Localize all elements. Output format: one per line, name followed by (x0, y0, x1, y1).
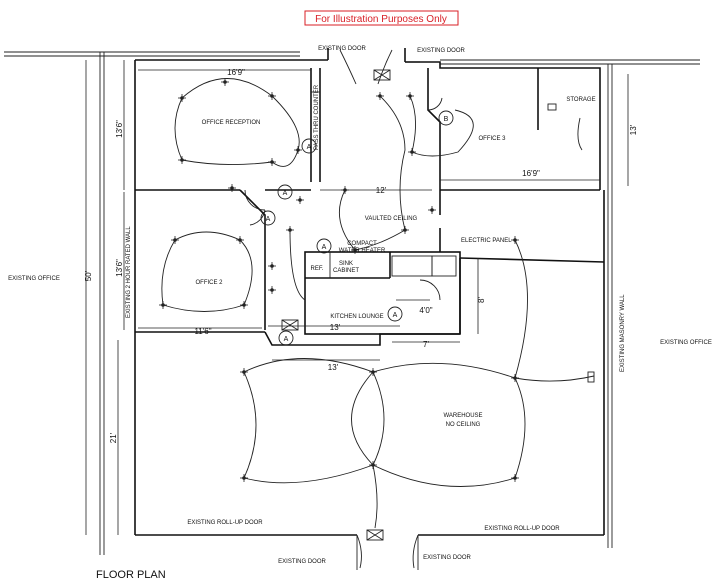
fixture-labels: PASS THRU COUNTER COMPACT WATER HEATER R… (310, 84, 512, 274)
refrigerator-label: REF. (310, 266, 323, 272)
svg-text:For Illustration Purposes Only: For Illustration Purposes Only (315, 14, 447, 25)
light-fixture-icon (511, 374, 519, 382)
tag-a-4: A (284, 336, 289, 343)
light-fixture-icon (369, 461, 377, 469)
existing-door-bottom-right: EXISTING DOOR (423, 555, 471, 561)
dim-left-lower: 21' (109, 432, 118, 443)
building-walls (134, 48, 605, 536)
door-swings (244, 49, 443, 570)
dim-vaulted-width: 12' (376, 186, 387, 195)
light-fixture-icon (401, 226, 409, 234)
floor-plan-title: FLOOR PLAN (96, 569, 166, 581)
light-fixture-icon (511, 474, 519, 482)
light-fixture-icon (268, 92, 276, 100)
light-fixture-icon (221, 78, 229, 86)
light-fixture-icon (286, 226, 294, 234)
light-fixture-icon (406, 92, 414, 100)
dim-left-upper: 13'6" (115, 120, 124, 138)
room-labels: OFFICE RECEPTION OFFICE 2 OFFICE 3 STORA… (195, 97, 595, 428)
light-fixture-icon (178, 94, 186, 102)
light-fixture-icon (240, 301, 248, 309)
dimension-lines (85, 60, 629, 535)
light-fixture-icon (296, 196, 304, 204)
existing-door-top-left: EXISTING DOOR (318, 46, 366, 52)
tag-a-6: A (393, 312, 398, 319)
light-fixture-icon (268, 158, 276, 166)
light-fixture-icon (369, 368, 377, 376)
light-fixture-icon (376, 92, 384, 100)
tag-a-3: A (266, 216, 271, 223)
sink-cabinet-label-2: CABINET (333, 268, 359, 274)
dim-sink-depth: 4'0" (419, 306, 432, 315)
light-fixture-icon (268, 286, 276, 294)
existing-office-left: EXISTING OFFICE (8, 276, 60, 282)
tag-b: B (444, 116, 449, 123)
dim-office3-width: 16'9" (522, 169, 540, 178)
dim-right-height: 13' (629, 124, 638, 135)
room-vaulted-ceiling: VAULTED CEILING (365, 216, 418, 222)
room-office-reception: OFFICE RECEPTION (202, 120, 261, 126)
existing-door-top-right: EXISTING DOOR (417, 48, 465, 54)
dim-kitchen-width: 13' (330, 323, 341, 332)
light-fixture-icon (159, 301, 167, 309)
room-office-3: OFFICE 3 (478, 136, 506, 142)
sink-cabinet-label-1: SINK (339, 261, 353, 267)
dim-warehouse-top-width: 13' (328, 363, 339, 372)
right-wall-label: EXISTING MASONRY WALL (620, 294, 626, 372)
light-fixture-icon (228, 184, 236, 192)
room-storage: STORAGE (566, 97, 595, 103)
water-heater-label-2: WATER HEATER (339, 248, 386, 254)
room-warehouse-note: NO CEILING (446, 422, 481, 428)
light-fixture-icon (511, 236, 519, 244)
rollup-door-left: EXISTING ROLL-UP DOOR (187, 520, 263, 526)
context-labels: EXISTING OFFICE EXISTING OFFICE EXISTING… (8, 46, 712, 565)
dim-kitchen-height: 8' (477, 297, 486, 303)
light-fixtures (159, 78, 519, 482)
light-fixture-icon (240, 368, 248, 376)
pass-thru-counter-label: PASS THRU COUNTER (314, 84, 320, 150)
tag-a-1: A (307, 144, 312, 151)
circuit-tags: A A A A A A B (260, 110, 454, 346)
light-fixture-icon (171, 236, 179, 244)
light-fixture-icon (408, 148, 416, 156)
electric-panel-label: ELECTRIC PANEL (461, 238, 512, 244)
existing-office-right: EXISTING OFFICE (660, 340, 712, 346)
light-fixture-icon (428, 206, 436, 214)
tag-a-5: A (322, 244, 327, 251)
rollup-door-right: EXISTING ROLL-UP DOOR (484, 526, 560, 532)
vent-fixtures (281, 69, 595, 541)
dim-left-middle: 13'6" (115, 259, 124, 277)
dim-reception-width: 16'9" (227, 68, 245, 77)
room-kitchen-lounge: KITCHEN LOUNGE (330, 314, 383, 320)
room-office-2: OFFICE 2 (195, 280, 223, 286)
existing-door-bottom-left: EXISTING DOOR (278, 559, 326, 565)
existing-context-walls (4, 51, 700, 555)
dimension-labels: 16'9" 16'9" 12' 11'6" 13' 13' 7' 4'0" 8'… (84, 68, 638, 443)
tag-a-2: A (283, 190, 288, 197)
room-warehouse: WAREHOUSE (443, 413, 482, 419)
light-fixture-icon (240, 474, 248, 482)
dim-small-width: 7' (423, 340, 429, 349)
left-wall-label: EXISTING 2 HOUR RATED WALL (126, 226, 132, 318)
light-fixture-icon (268, 262, 276, 270)
water-heater-label-1: COMPACT (347, 241, 377, 247)
light-fixture-icon (351, 246, 359, 254)
illustration-notice: For Illustration Purposes Only (304, 10, 459, 26)
dim-office2-width: 11'6" (194, 327, 211, 336)
dim-overall-height: 50' (84, 270, 93, 281)
lighting-circuits (161, 78, 595, 529)
light-fixture-icon (236, 236, 244, 244)
light-fixture-icon (294, 146, 302, 154)
light-fixture-icon (178, 156, 186, 164)
